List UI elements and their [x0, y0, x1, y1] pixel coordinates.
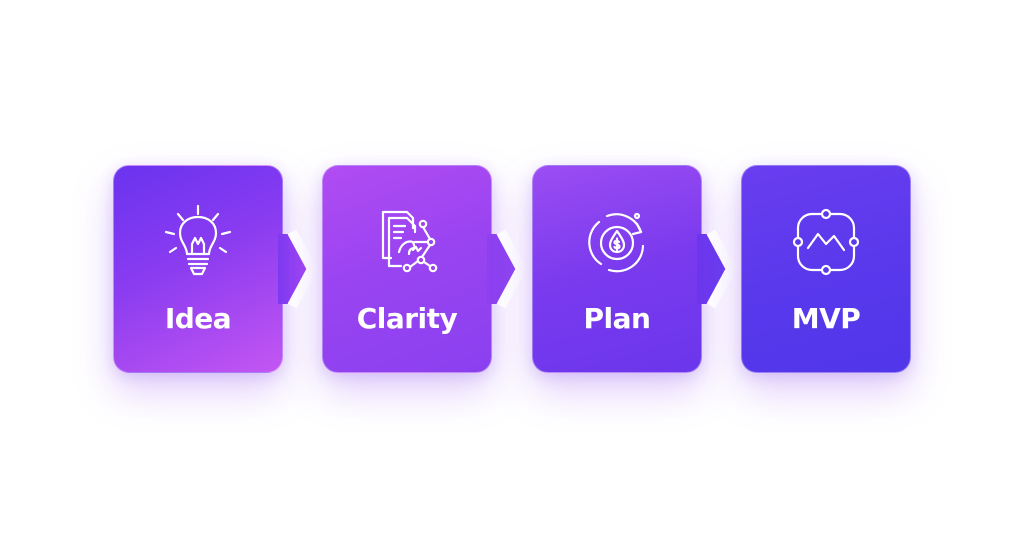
step-idea: Idea	[113, 165, 283, 373]
money-cycle-icon	[577, 202, 657, 282]
chart-square-icon	[786, 202, 866, 282]
step-mvp: MVP	[741, 165, 911, 373]
chevron-right-icon	[697, 226, 753, 312]
step-plan: Plan	[532, 165, 702, 373]
chevron-right-icon	[487, 226, 543, 312]
step-label: Clarity	[356, 302, 458, 335]
step-label: MVP	[791, 302, 861, 335]
document-network-icon	[367, 202, 447, 282]
lightbulb-icon	[158, 202, 238, 282]
step-label: Idea	[164, 302, 232, 335]
chevron-right-icon	[278, 226, 334, 312]
step-label: Plan	[583, 302, 651, 335]
step-clarity: Clarity	[322, 165, 492, 373]
